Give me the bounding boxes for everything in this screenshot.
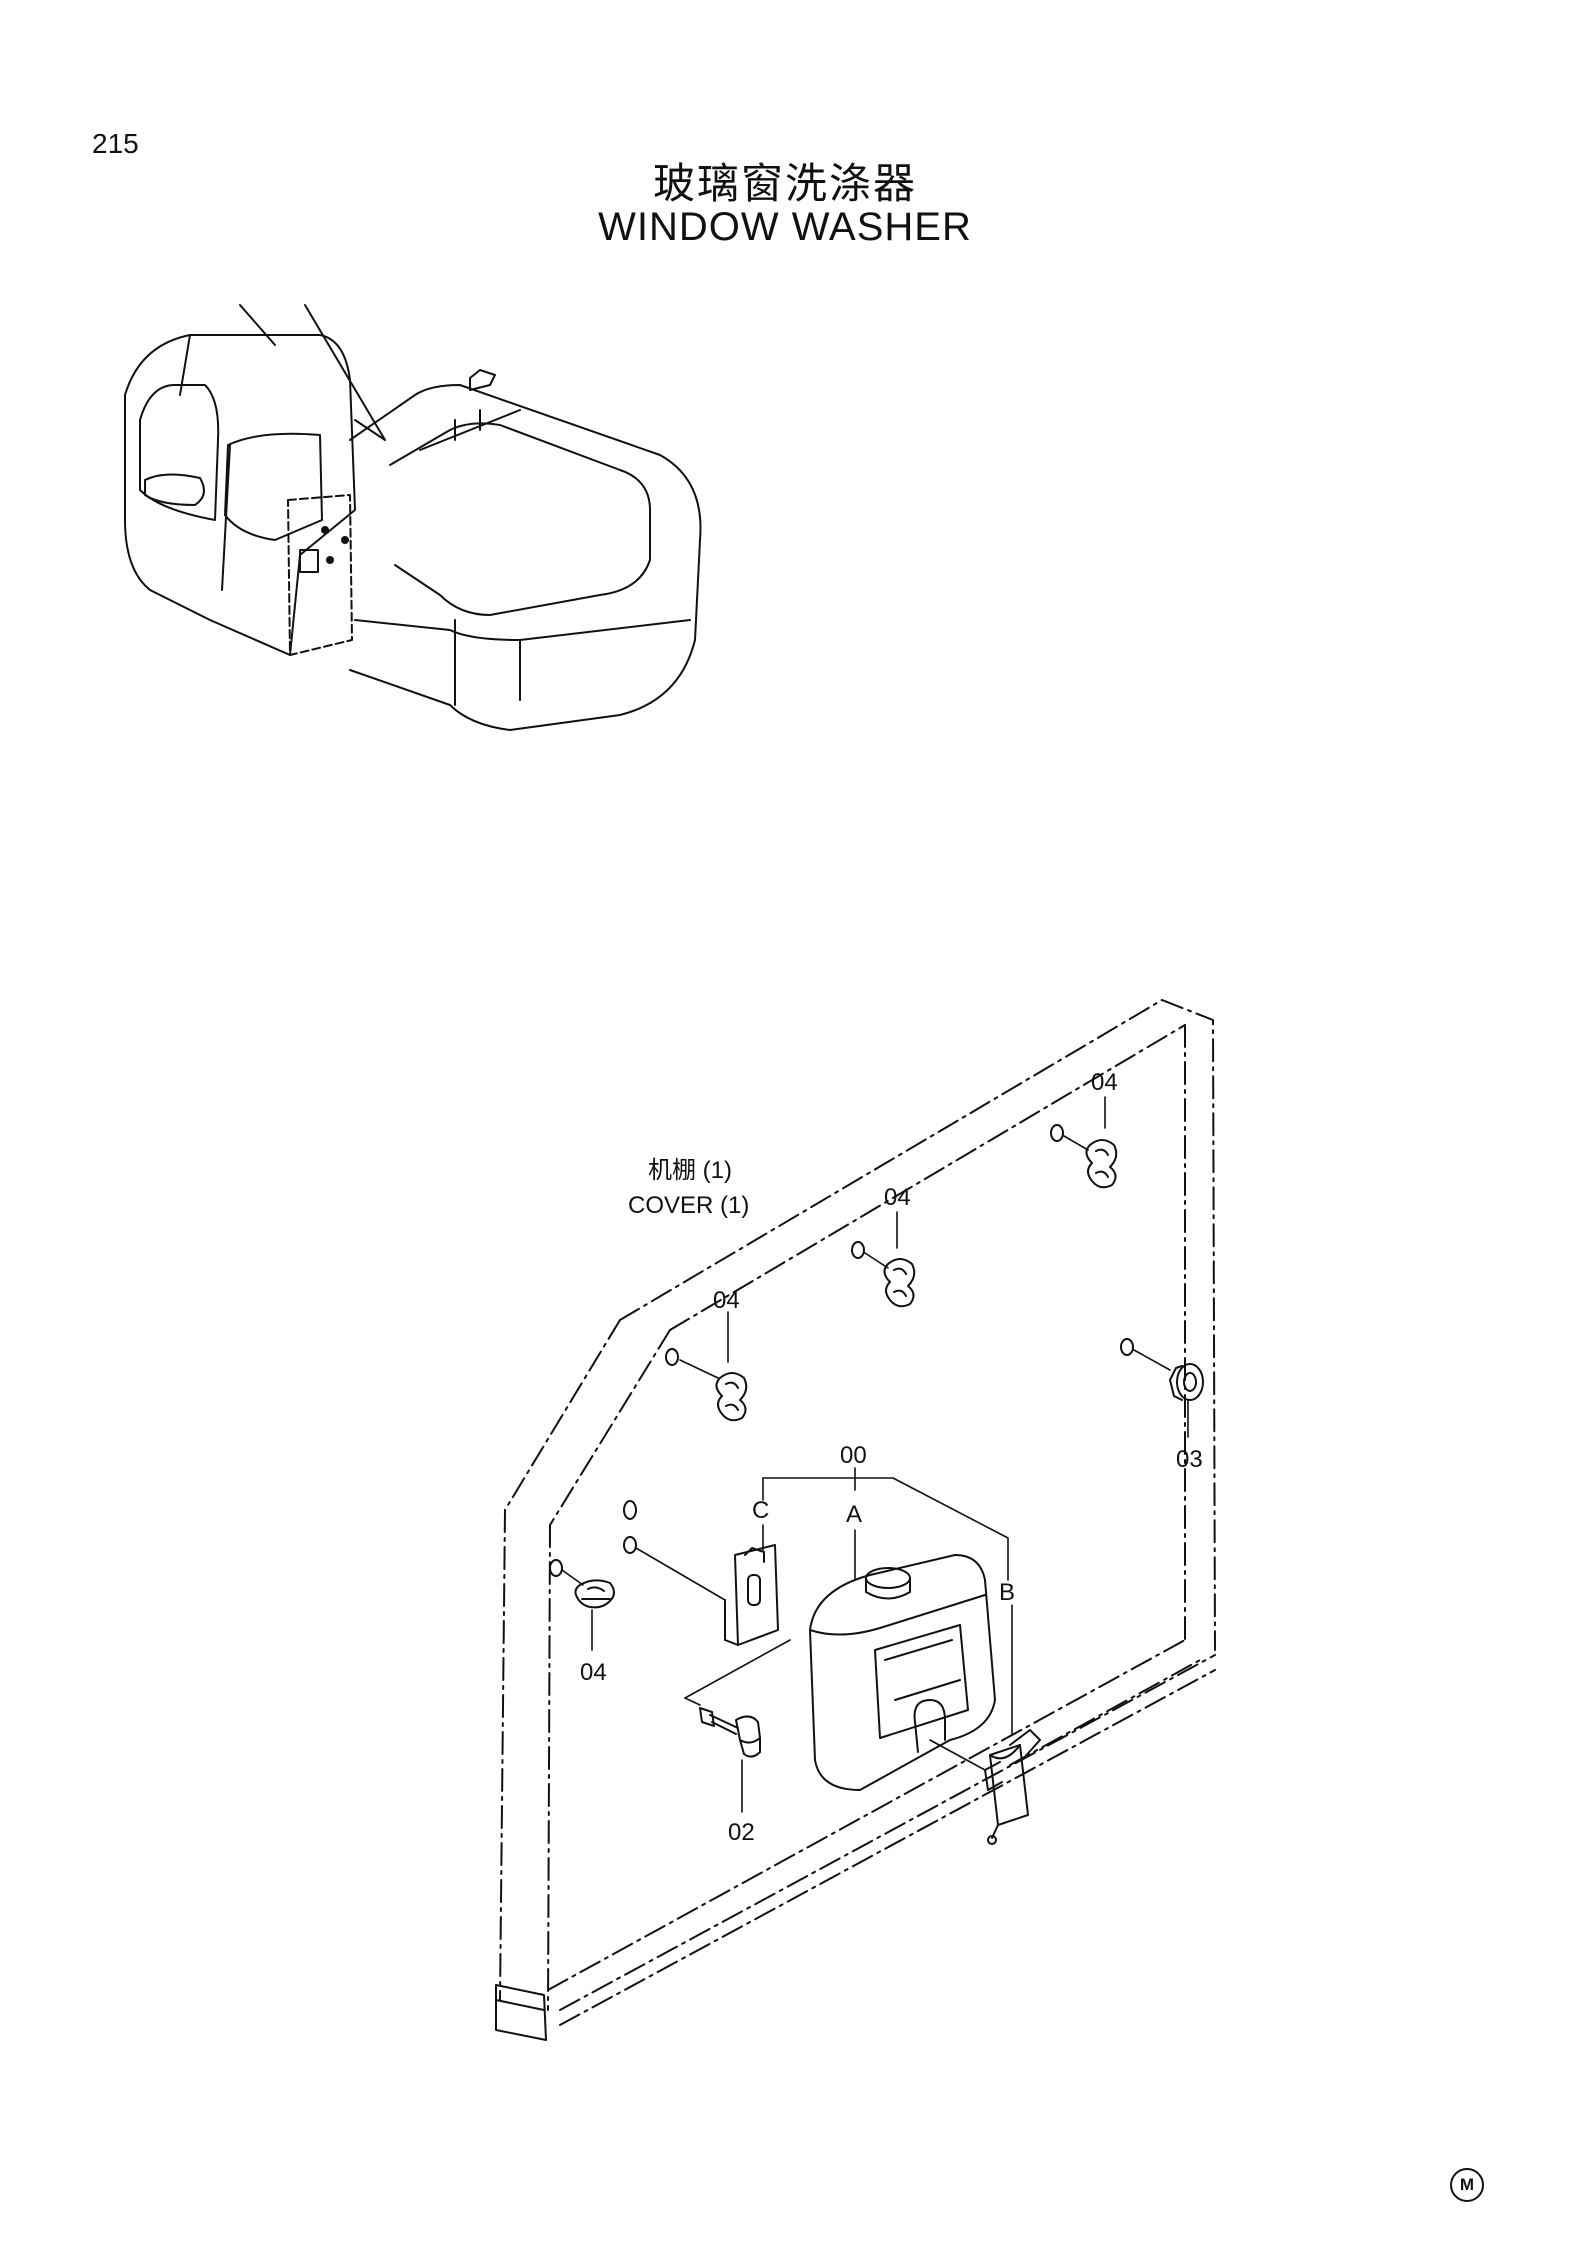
mounting-holes <box>549 1124 1134 1577</box>
callout-02-bolt: 02 <box>728 1819 755 1846</box>
cover-label-english: COVER (1) <box>628 1192 749 1219</box>
callout-c-bracket: C <box>752 1497 769 1524</box>
callout-a-tank: A <box>846 1501 862 1528</box>
washer-pump <box>984 1729 1041 1845</box>
cover-label-chinese: 机棚 (1) <box>648 1157 732 1184</box>
cover-frame <box>499 999 1216 2026</box>
hose-clamp-parts <box>574 1139 1204 1609</box>
callout-04-middle-clamp: 04 <box>884 1184 911 1211</box>
leader-lines <box>561 1096 1189 1813</box>
page-number: 215 <box>92 128 139 159</box>
corner-mark: M <box>1450 2168 1484 2202</box>
callout-b-pump: B <box>999 1579 1015 1606</box>
washer-bracket <box>724 1544 779 1646</box>
page-title-chinese: 玻璃窗洗涤器 <box>652 159 917 208</box>
callout-04-left-clamp: 04 <box>713 1287 740 1314</box>
callout-00-assembly: 00 <box>840 1442 867 1469</box>
washer-tank <box>809 1554 996 1791</box>
excavator-overview-illustration <box>124 304 702 731</box>
callout-04-top-clamp: 04 <box>1091 1069 1118 1096</box>
mounting-bolt <box>699 1707 761 1758</box>
page-title-english: WINDOW WASHER <box>598 205 972 249</box>
cover-foot <box>495 1984 547 2041</box>
callout-04-bottom-clamp: 04 <box>580 1659 607 1686</box>
callout-03-grommet: 03 <box>1176 1446 1203 1473</box>
